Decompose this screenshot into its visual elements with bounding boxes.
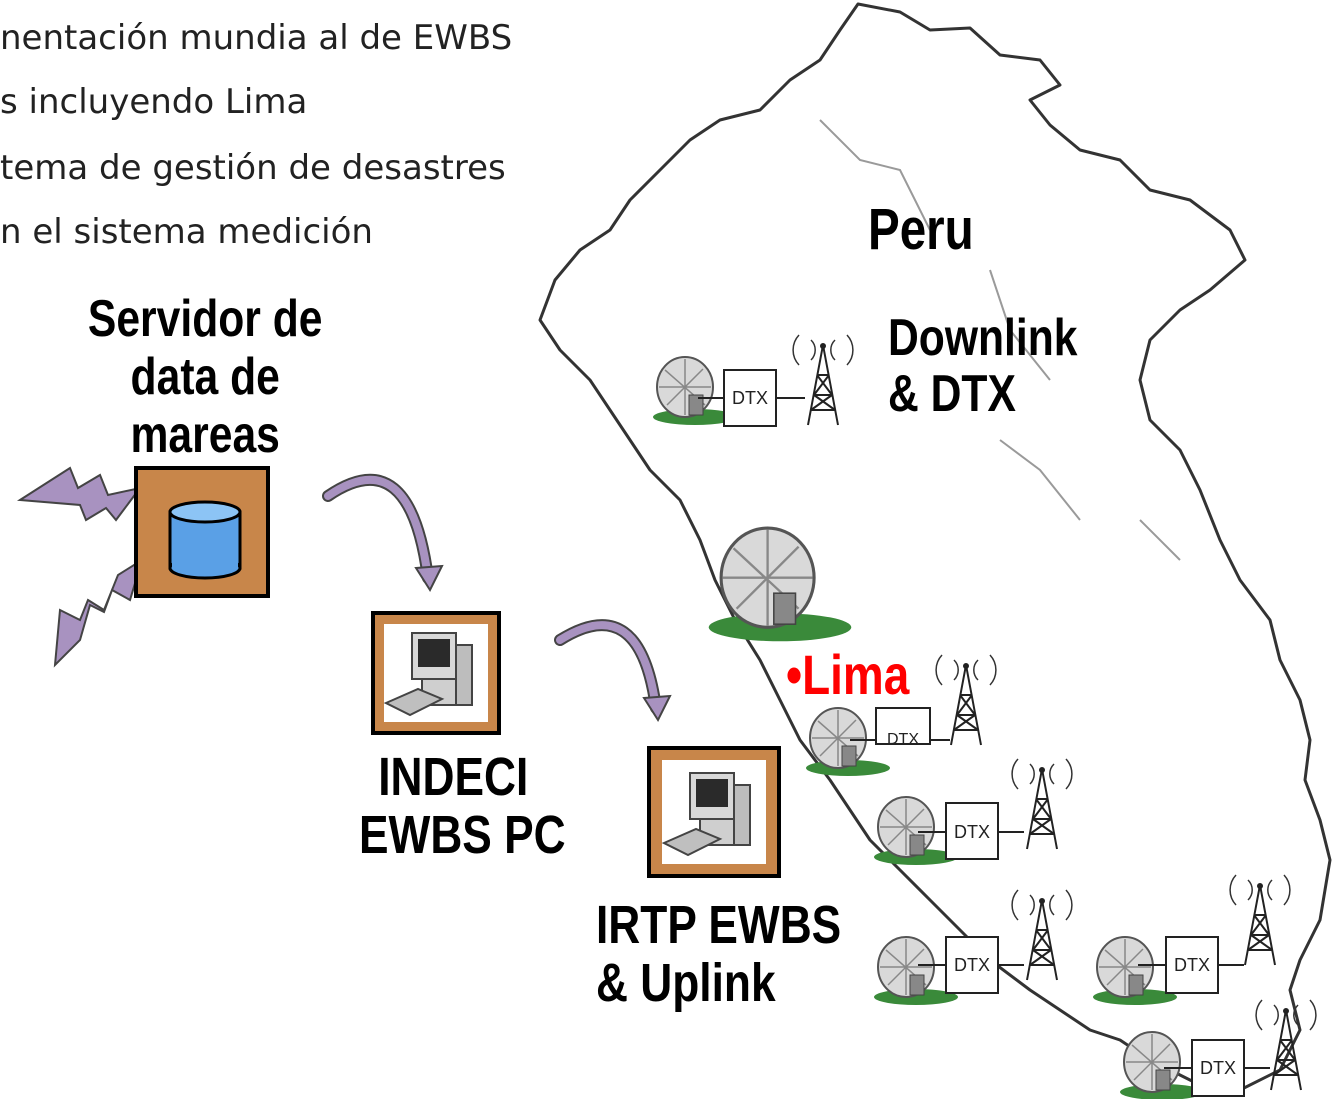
downlink-label-line2: & DTX <box>888 365 1016 423</box>
downlink-label-line1: Downlink <box>888 309 1078 367</box>
indeci-label: INDECI EWBS PC <box>359 747 566 865</box>
irtp-label: IRTP EWBS & Uplink <box>596 896 841 1012</box>
database-icon <box>168 500 242 580</box>
bullet-line-3: tema de gestión de desastres <box>0 148 506 188</box>
curved-arrow-icon <box>554 619 662 714</box>
tide-server-label-line3: mareas <box>130 406 280 464</box>
lima-label: •Lima <box>786 643 910 706</box>
tide-server-label-line2: data de <box>130 348 280 406</box>
country-label: Peru <box>868 197 974 262</box>
irtp-label-line1: IRTP EWBS <box>596 895 842 955</box>
dtx-label: DTX <box>1174 955 1210 975</box>
bullet-line-2: s incluyendo Lima <box>0 82 308 122</box>
lightning-icon <box>16 466 143 522</box>
indeci-label-line1: INDECI <box>378 747 529 807</box>
indeci-label-line2: EWBS PC <box>359 805 566 865</box>
curved-arrow-icon <box>322 473 434 584</box>
downlink-label: Downlink & DTX <box>888 310 1078 422</box>
tide-server-label: Servidor de data de mareas <box>74 290 336 464</box>
bullet-line-4: n el sistema medición <box>0 212 373 252</box>
dtx-label: DTX <box>732 388 768 408</box>
irtp-label-line2: & Uplink <box>596 953 776 1013</box>
dtx-label: DTX <box>1200 1058 1236 1078</box>
satellite-dish-icon <box>708 526 852 642</box>
lightning-icon <box>53 557 144 668</box>
dtx-label: DTX <box>954 955 990 975</box>
dtx-label: DTX <box>954 822 990 842</box>
tide-server-label-line1: Servidor de <box>87 290 323 348</box>
bullet-line-1: nentación mundia al de EWBS <box>0 18 513 58</box>
dtx-label: DTX <box>887 731 919 748</box>
